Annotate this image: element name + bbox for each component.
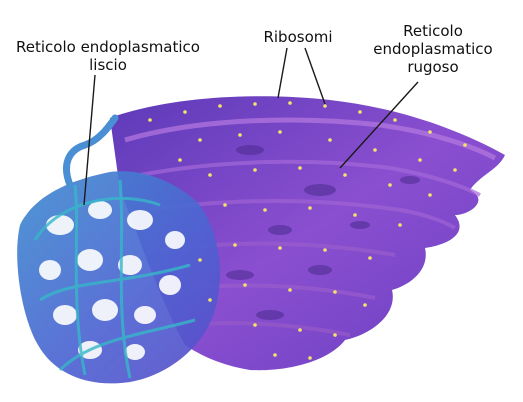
smooth-er-shape <box>17 114 220 384</box>
smooth-er-label-line1: Reticolo endoplasmatico <box>16 38 200 56</box>
rough-er-label-line2: endoplasmatico <box>373 40 493 58</box>
ribosomes-label: Ribosomi <box>258 28 338 46</box>
smooth-er-label: Reticolo endoplasmatico liscio <box>8 38 208 74</box>
rough-er-label-line3: rugoso <box>407 58 459 76</box>
ribosomes-label-text: Ribosomi <box>263 28 333 46</box>
ribosomes-leader-line-right <box>304 47 326 105</box>
smooth-er-label-line2: liscio <box>89 56 127 74</box>
ribosomes-leader-line-left <box>277 47 288 99</box>
rough-er-label: Reticolo endoplasmatico rugoso <box>368 22 498 76</box>
rough-er-label-line1: Reticolo <box>403 22 463 40</box>
smooth-er-leader-line <box>83 74 96 206</box>
leader-lines <box>83 47 419 206</box>
ribosome-dots <box>148 101 467 360</box>
rough-er-leader-line <box>339 81 419 169</box>
